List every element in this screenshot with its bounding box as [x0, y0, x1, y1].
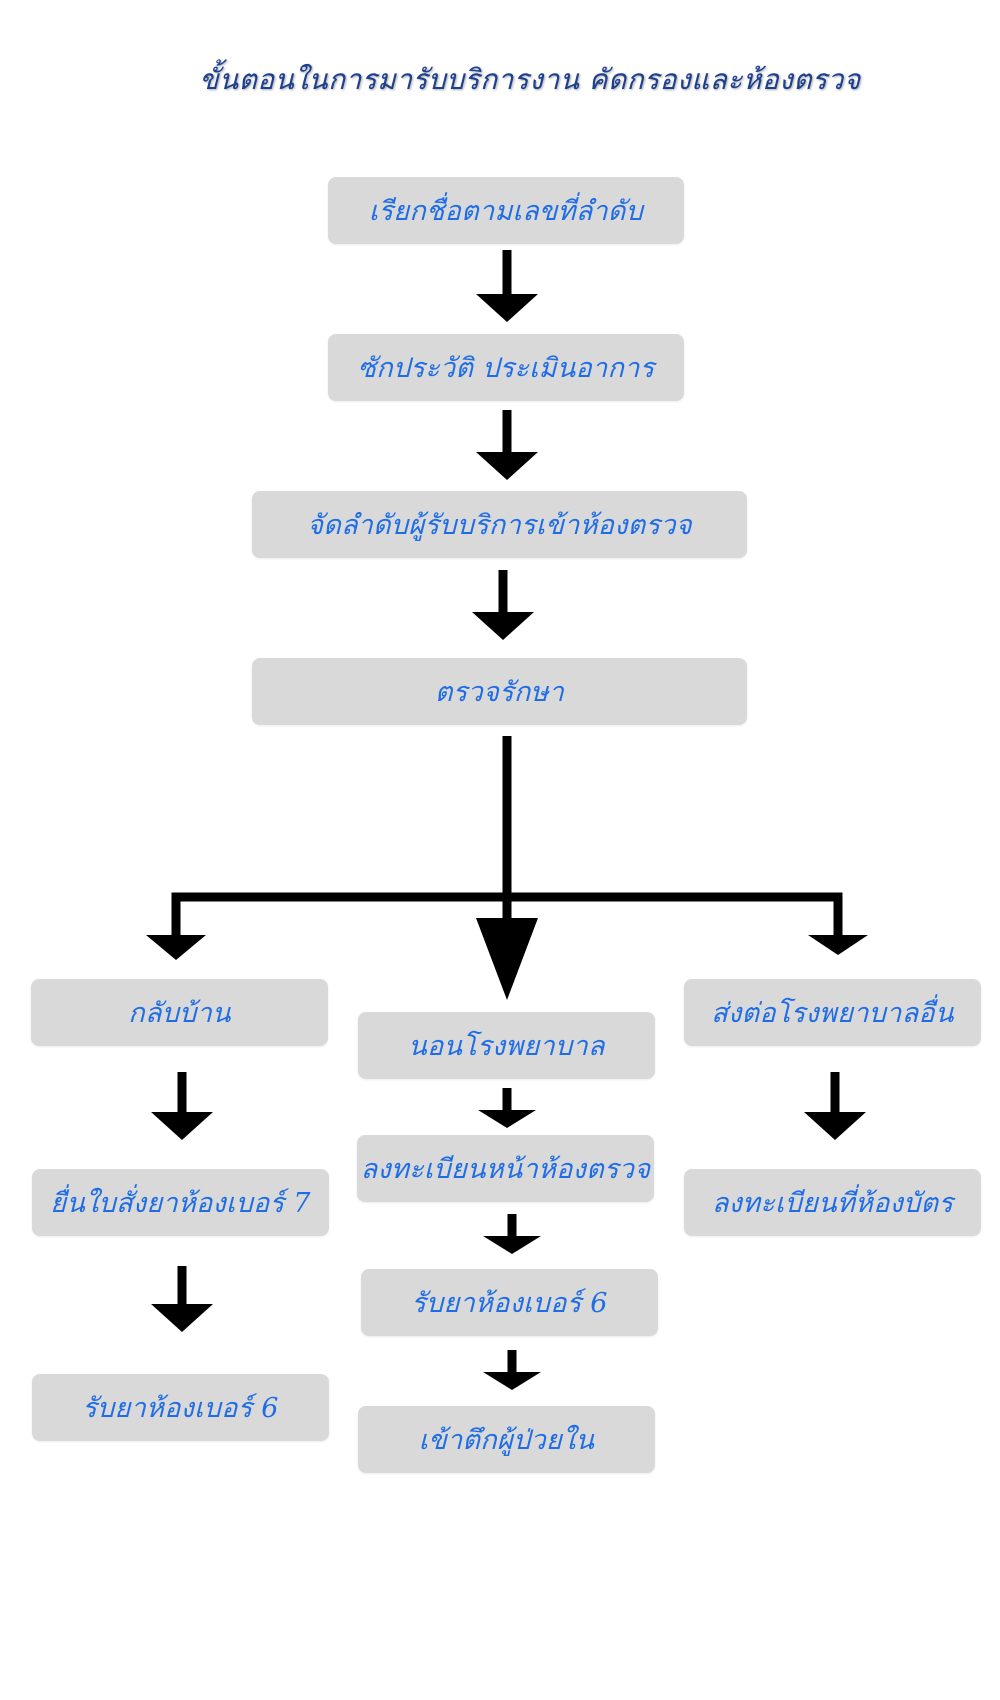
arrow-home-1	[151, 1072, 213, 1140]
arrow-call-to-history	[476, 250, 538, 322]
admit-step-2-label: รับยาห้องเบอร์ 6	[411, 1288, 608, 1319]
arrow-admit-3	[483, 1350, 541, 1390]
step-treat: ตรวจรักษา	[252, 658, 747, 725]
admit-step-1-label: ลงทะเบียนหน้าห้องตรวจ	[360, 1154, 651, 1185]
arrow-order-to-treat	[472, 570, 534, 640]
step-treat-label: ตรวจรักษา	[434, 677, 565, 708]
step-call-queue: เรียกชื่อตามเลขที่ลำดับ	[328, 177, 684, 244]
home-step-2: รับยาห้องเบอร์ 6	[32, 1374, 329, 1441]
arrow-admit-2	[483, 1214, 541, 1254]
admit-step-3-label: เข้าตึกผู้ป่วยใน	[418, 1425, 595, 1456]
arrow-home-2	[151, 1266, 213, 1332]
arrow-history-to-order	[476, 410, 538, 480]
arrow-admit-1	[478, 1088, 536, 1128]
admit-step-2: รับยาห้องเบอร์ 6	[361, 1269, 658, 1336]
step-history: ซักประวัติ ประเมินอาการ	[328, 334, 684, 401]
home-step-2-label: รับยาห้องเบอร์ 6	[82, 1393, 279, 1424]
home-step-1: ยื่นใบสั่งยาห้องเบอร์ 7	[32, 1169, 329, 1236]
step-history-label: ซักประวัติ ประเมินอาการ	[357, 353, 655, 384]
branch-connector	[146, 736, 868, 1000]
home-step-1-label: ยื่นใบสั่งยาห้องเบอร์ 7	[50, 1188, 311, 1219]
arrow-refer-1	[804, 1072, 866, 1140]
branch-refer-label: ส่งต่อโรงพยาบาลอื่น	[711, 998, 954, 1029]
admit-step-3: เข้าตึกผู้ป่วยใน	[358, 1406, 655, 1473]
branch-home: กลับบ้าน	[31, 979, 328, 1046]
step-call-queue-label: เรียกชื่อตามเลขที่ลำดับ	[368, 196, 644, 227]
admit-step-1: ลงทะเบียนหน้าห้องตรวจ	[357, 1135, 654, 1202]
branch-refer: ส่งต่อโรงพยาบาลอื่น	[684, 979, 981, 1046]
step-order-exam: จัดลำดับผู้รับบริการเข้าห้องตรวจ	[252, 491, 747, 558]
branch-admit-label: นอนโรงพยาบาล	[408, 1031, 605, 1062]
branch-home-label: กลับบ้าน	[128, 998, 231, 1029]
refer-step-1-label: ลงทะเบียนที่ห้องบัตร	[711, 1188, 954, 1219]
branch-admit: นอนโรงพยาบาล	[358, 1012, 655, 1079]
refer-step-1: ลงทะเบียนที่ห้องบัตร	[684, 1169, 981, 1236]
step-order-exam-label: จัดลำดับผู้รับบริการเข้าห้องตรวจ	[307, 510, 692, 541]
page-title: ขั้นตอนในการมารับบริการงาน คัดกรองและห้อ…	[199, 63, 861, 96]
